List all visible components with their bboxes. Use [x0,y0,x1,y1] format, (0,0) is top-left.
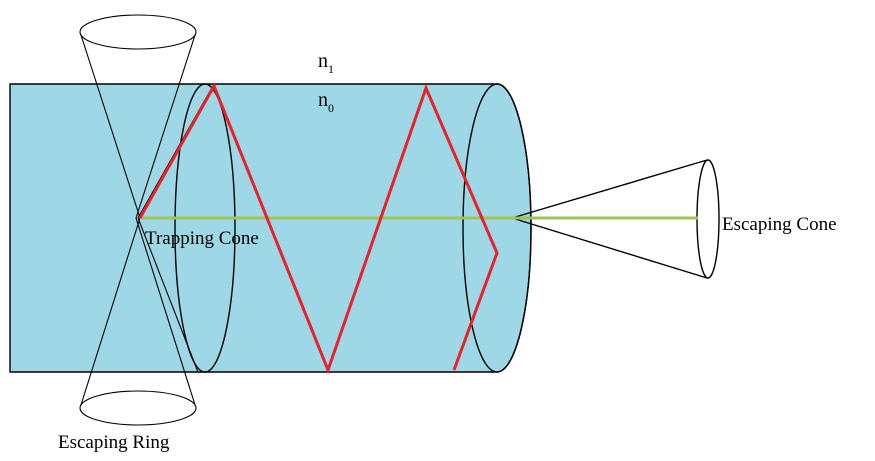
label-n0: n0 [318,89,334,115]
light-ray-zigzag [138,82,499,375]
ring-bottom-ellipse [79,390,197,426]
label-n1: n1 [318,50,334,76]
ring-top-ellipse [79,14,197,50]
escaping-cone-edge-lower [511,217,708,279]
label-escaping-ring: Escaping Ring [58,432,170,453]
escaping-cone-ellipse [696,159,720,279]
ring-top-edge-right [135,31,197,219]
escaping-ring-top-cone [79,14,197,219]
escaping-cone [511,159,720,279]
ring-bottom-edge-left [79,217,141,409]
label-trapping-cone: Trapping Cone [145,228,259,249]
fiber-cross-section-ellipse [174,83,236,373]
escaping-cone-edge-upper [511,159,708,219]
fiber-end-ellipse [462,83,532,373]
label-escaping-cone: Escaping Cone [722,214,837,235]
trapping-cone-edge-lower [137,217,199,373]
ring-bottom-edge-right [135,217,197,409]
escaping-ring-bottom-cone [79,217,197,426]
ring-top-edge-left [79,31,141,219]
